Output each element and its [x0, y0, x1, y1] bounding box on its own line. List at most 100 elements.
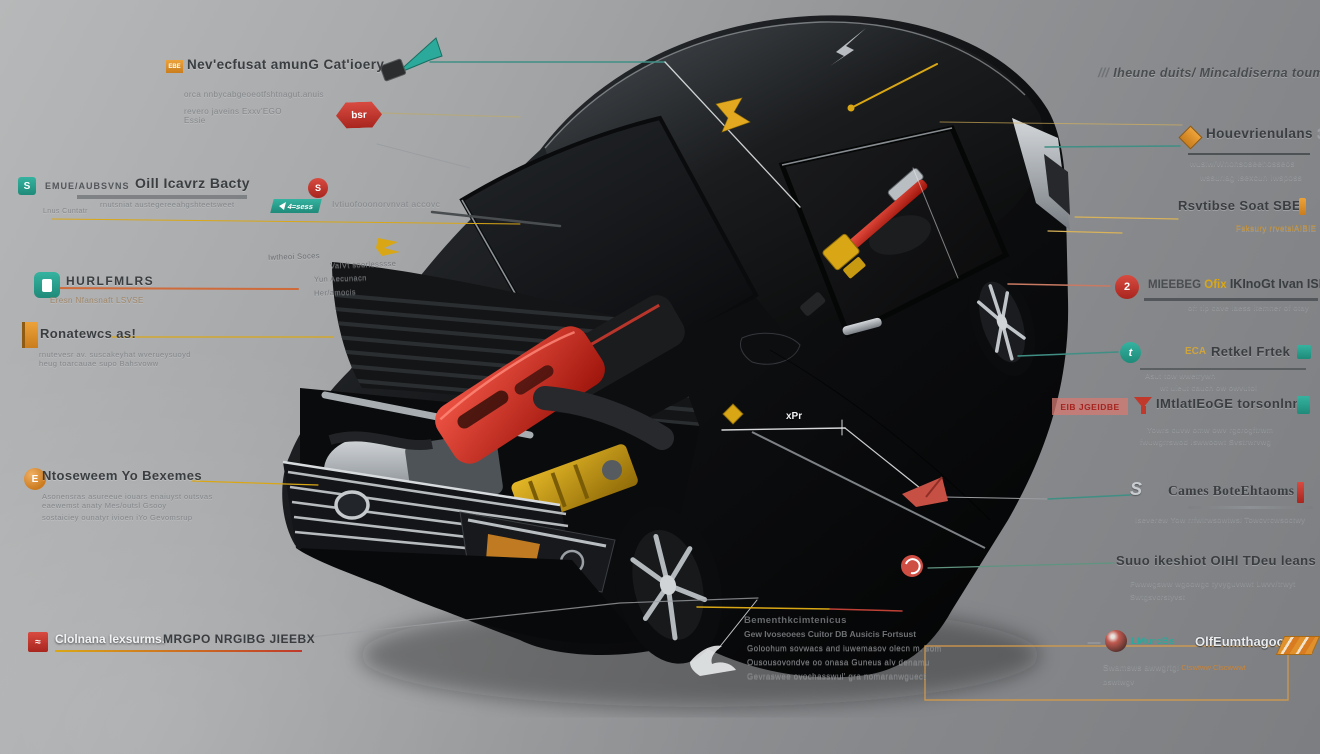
- oil-filter-title: Suuo ikeshiot OIHl TDeu leans: [1116, 553, 1317, 568]
- air-intake-tube: [533, 386, 674, 450]
- yellow-roof-arrow-icon: [715, 97, 751, 133]
- cap-2: [602, 460, 622, 480]
- coolant-badge-icon: ≈: [28, 632, 48, 652]
- ignition-sub: of: tip cave laess itemner of otay: [1188, 303, 1310, 312]
- front-wheel: [613, 506, 723, 664]
- filter-square-icon: [1297, 396, 1310, 414]
- ignition-title-a: MIEEBEG: [1148, 279, 1202, 291]
- fluids-title: Houevrienulans 3: [1206, 126, 1320, 141]
- red-lock-bar: [800, 167, 928, 316]
- door-handle: [842, 317, 882, 336]
- brake-square-icon: [1297, 345, 1311, 359]
- rotate-sub1: rnutevesr av. suscakeyhat wverueysuoyd: [39, 350, 191, 359]
- yellow-diamond-marker: [722, 403, 744, 425]
- hood-note-4: Her/amocis: [313, 287, 357, 298]
- tail-light: [1044, 154, 1070, 215]
- tag-row-badge-text: S: [314, 183, 321, 193]
- seat-pill-icon: [1299, 198, 1306, 215]
- fuel-pump-glyph: [42, 278, 52, 292]
- brake-underline: [1140, 368, 1306, 370]
- ignition-title-accent: Ofix: [1204, 279, 1227, 291]
- oil-badge-text: S: [23, 180, 31, 192]
- inspect-sub1: Asonensras asureeue iouars enaiuyst outs…: [42, 492, 213, 501]
- white-bird-marker: [690, 645, 736, 676]
- hood-note-3: Yun Aecunacn: [313, 273, 367, 284]
- rear-wheel: [968, 267, 1036, 377]
- tag-row-text: Ivtiuofooonorvnvat accovc: [332, 199, 441, 209]
- brake-badge-text: t: [1128, 346, 1133, 359]
- hexagon-badge-text: bsr: [351, 109, 367, 121]
- mileage-sub-b: Ctswtww Clscwwwt: [1181, 663, 1246, 672]
- fuel-title: HURLFMLRS: [66, 274, 155, 288]
- coolant-underline: [55, 650, 302, 652]
- oil-title: Oill Icavrz Bacty: [135, 175, 250, 191]
- seat-title: Rsvtibse Soat SBE: [1178, 198, 1302, 213]
- mileage-sub-a: Swamsws awwgrtgl: [1103, 663, 1180, 672]
- gauges-underline: [1188, 506, 1313, 509]
- ignition-badge-text: 2: [1123, 281, 1131, 293]
- oil-kicker: EMUE/AUBSVNS: [45, 181, 130, 191]
- inspect-sub3: sostaiciey ounatyr ivioen iYo Gevomsrup: [42, 513, 193, 522]
- battery-sub3: Essie: [184, 116, 206, 125]
- header-slashes: ///: [1098, 65, 1109, 80]
- brake-badge-icon: t: [1120, 342, 1141, 363]
- ignition-title-b: IKInoGt Ivan ISERS: [1229, 277, 1320, 291]
- brake-title: Retkel Frtek: [1211, 344, 1291, 359]
- filter-tag: EIB JGEIDBE: [1052, 398, 1128, 415]
- mileage-title: OlfEumthagoo: [1195, 634, 1285, 649]
- inspect-title: Ntoseweem Yo Bexemes: [42, 468, 202, 483]
- fluids-sub2: wssurlag Isexcun Iwsposs: [1200, 173, 1303, 182]
- fluids-underline: [1188, 153, 1310, 155]
- oil-divider-bar: [77, 195, 247, 199]
- fuel-pump-icon: [34, 272, 60, 298]
- battery-badge-text: EBE: [168, 63, 181, 70]
- yellow-hood-arrow-icon: [376, 238, 400, 256]
- filter-sub2: fwuwgrrswod Iswwoowt Svstrwrvwg: [1140, 437, 1272, 446]
- coolant-title-light: Clolnana Iexsurms.: [55, 632, 166, 646]
- red-engine-cover: [435, 326, 605, 464]
- battery-sub1: orca nnbycabgeoeotfshtnagut.anuis: [184, 90, 324, 99]
- filter-sub1: Yowrs cuvw omw owv rgcrogftrwm: [1147, 425, 1274, 434]
- inspect-sub2: eaewemst anaty Mes/outsl Gsooy: [42, 501, 167, 510]
- mileage-name: LMurcBs: [1131, 636, 1176, 647]
- silver-arrow-icon: [830, 28, 866, 66]
- brake-sub2: wt uieut cauch ow owvutol: [1160, 383, 1258, 392]
- tag-row-pill: 4=sess: [270, 199, 322, 213]
- filter-title: IMtlatIEoGE torsonlnnE: [1156, 396, 1310, 411]
- red-pin-glyph: [905, 558, 921, 575]
- header-title: Iheune duits/ Mincaldiserna toum: [1113, 66, 1320, 80]
- oil-filter-sub2: Swtgsvcrstyvst: [1130, 592, 1186, 601]
- callout-markers: [376, 28, 948, 676]
- red-arrow-fold: [925, 476, 943, 498]
- oil-sub1: rnutsniat austegereeahgshteetsweet: [100, 200, 235, 209]
- gauges-sub: Iseverew Yow rrfwlrwsowtwsl Towcvrcwsoct…: [1135, 515, 1306, 524]
- filter-tag-text: EIB JGEIDBE: [1060, 401, 1120, 412]
- battery-title: Nev'ecfusat amunG Cat'ioery: [187, 57, 385, 72]
- ignition-underline: [1144, 298, 1318, 301]
- coolant-badge-glyph: ≈: [35, 636, 41, 648]
- fluids-title-suffix: 3: [1317, 126, 1320, 141]
- left-arrow-icon: [277, 202, 286, 210]
- brake-tag: ECA: [1185, 346, 1207, 357]
- mileage-sub2: bswtwgv: [1103, 677, 1135, 686]
- oil-filter-sub1: Fwwwgsww wgoowgc tyvyguvwwt Lwvv/trwyt: [1130, 579, 1296, 588]
- note-line5: Gevraswee ovochasswul' gra nomaranwguect: [747, 672, 926, 681]
- ignition-title: MIEEBEG Ofix IKInoGt Ivan ISERS: [1148, 277, 1320, 291]
- brand-emblem: [334, 490, 370, 520]
- seat-shape: [869, 215, 931, 255]
- rotate-bar-icon: [22, 322, 38, 348]
- fuel-sub: Eresn Nfansnaft LSVSE: [50, 296, 144, 305]
- side-mirror: [739, 332, 801, 365]
- sill-chrome-strip: [751, 431, 986, 549]
- tail-trim: [1012, 118, 1070, 230]
- mileage-subrow: Swamsws awwgrtgl Ctswtww Clscwwwt: [1103, 663, 1246, 672]
- note-line2: Gew Ivoseoees Cuitor DB Ausicis Fortsust: [744, 629, 917, 639]
- note-line3: Goloohum sovwacs and iuwemasov olecn m. …: [747, 644, 942, 653]
- brake-sub1: Asut tow wwetrywh: [1145, 371, 1216, 380]
- rotate-sub2: heug toarcauae supo Bahsvoww: [39, 359, 159, 368]
- inspect-badge-text: E: [31, 473, 39, 485]
- rotate-title: Ronatewcs as!: [40, 326, 137, 341]
- note-line4: Ousousovondve oo onasa Guneus alv denamu: [747, 658, 930, 667]
